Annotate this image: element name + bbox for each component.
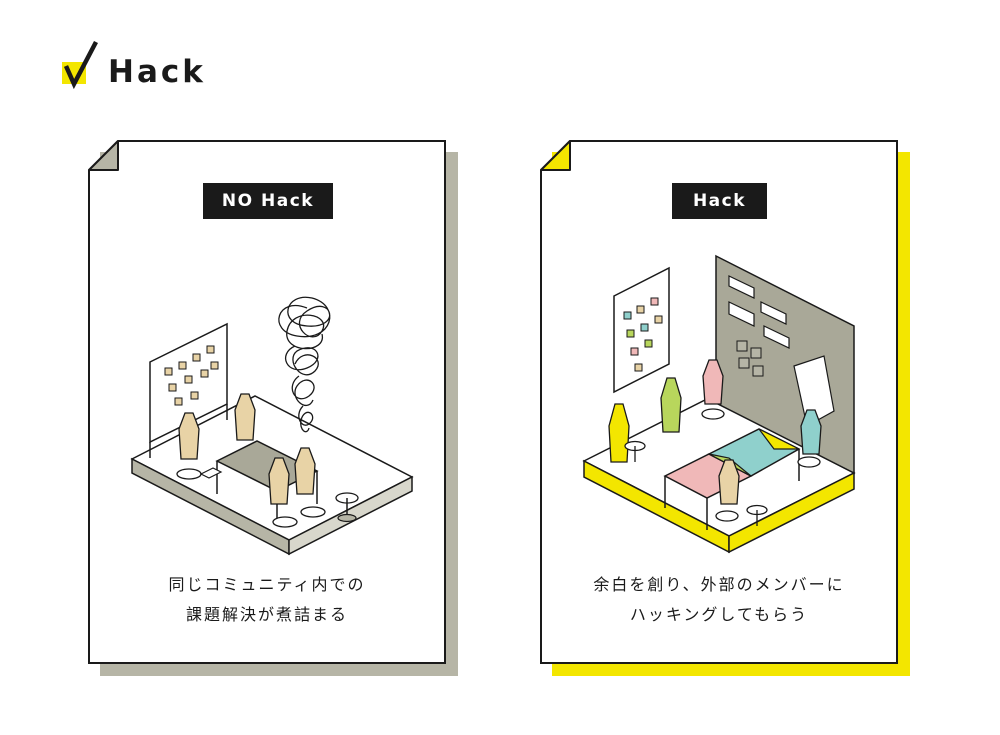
isometric-office-collaboration-icon bbox=[582, 254, 856, 554]
isometric-office-tangled-icon bbox=[130, 296, 414, 556]
caption-line-1: 同じコミュニティ内での bbox=[168, 575, 366, 594]
logo-text: Hack bbox=[108, 54, 206, 90]
caption-line-2: ハッキングしてもらう bbox=[629, 605, 809, 624]
caption-line-1: 余白を創り、外部のメンバーに bbox=[593, 575, 845, 594]
hack-logo[interactable]: Hack bbox=[58, 36, 218, 96]
no-hack-badge: NO Hack bbox=[203, 183, 333, 219]
no-hack-caption: 同じコミュニティ内での 課題解決が煮詰まる bbox=[88, 570, 446, 630]
caption-line-2: 課題解決が煮詰まる bbox=[185, 605, 348, 624]
hack-card: Hack bbox=[540, 140, 910, 676]
no-hack-card: NO Hack bbox=[88, 140, 458, 676]
hack-caption: 余白を創り、外部のメンバーに ハッキングしてもらう bbox=[540, 570, 898, 630]
checkmark-icon bbox=[62, 40, 98, 90]
hack-badge: Hack bbox=[672, 183, 767, 219]
